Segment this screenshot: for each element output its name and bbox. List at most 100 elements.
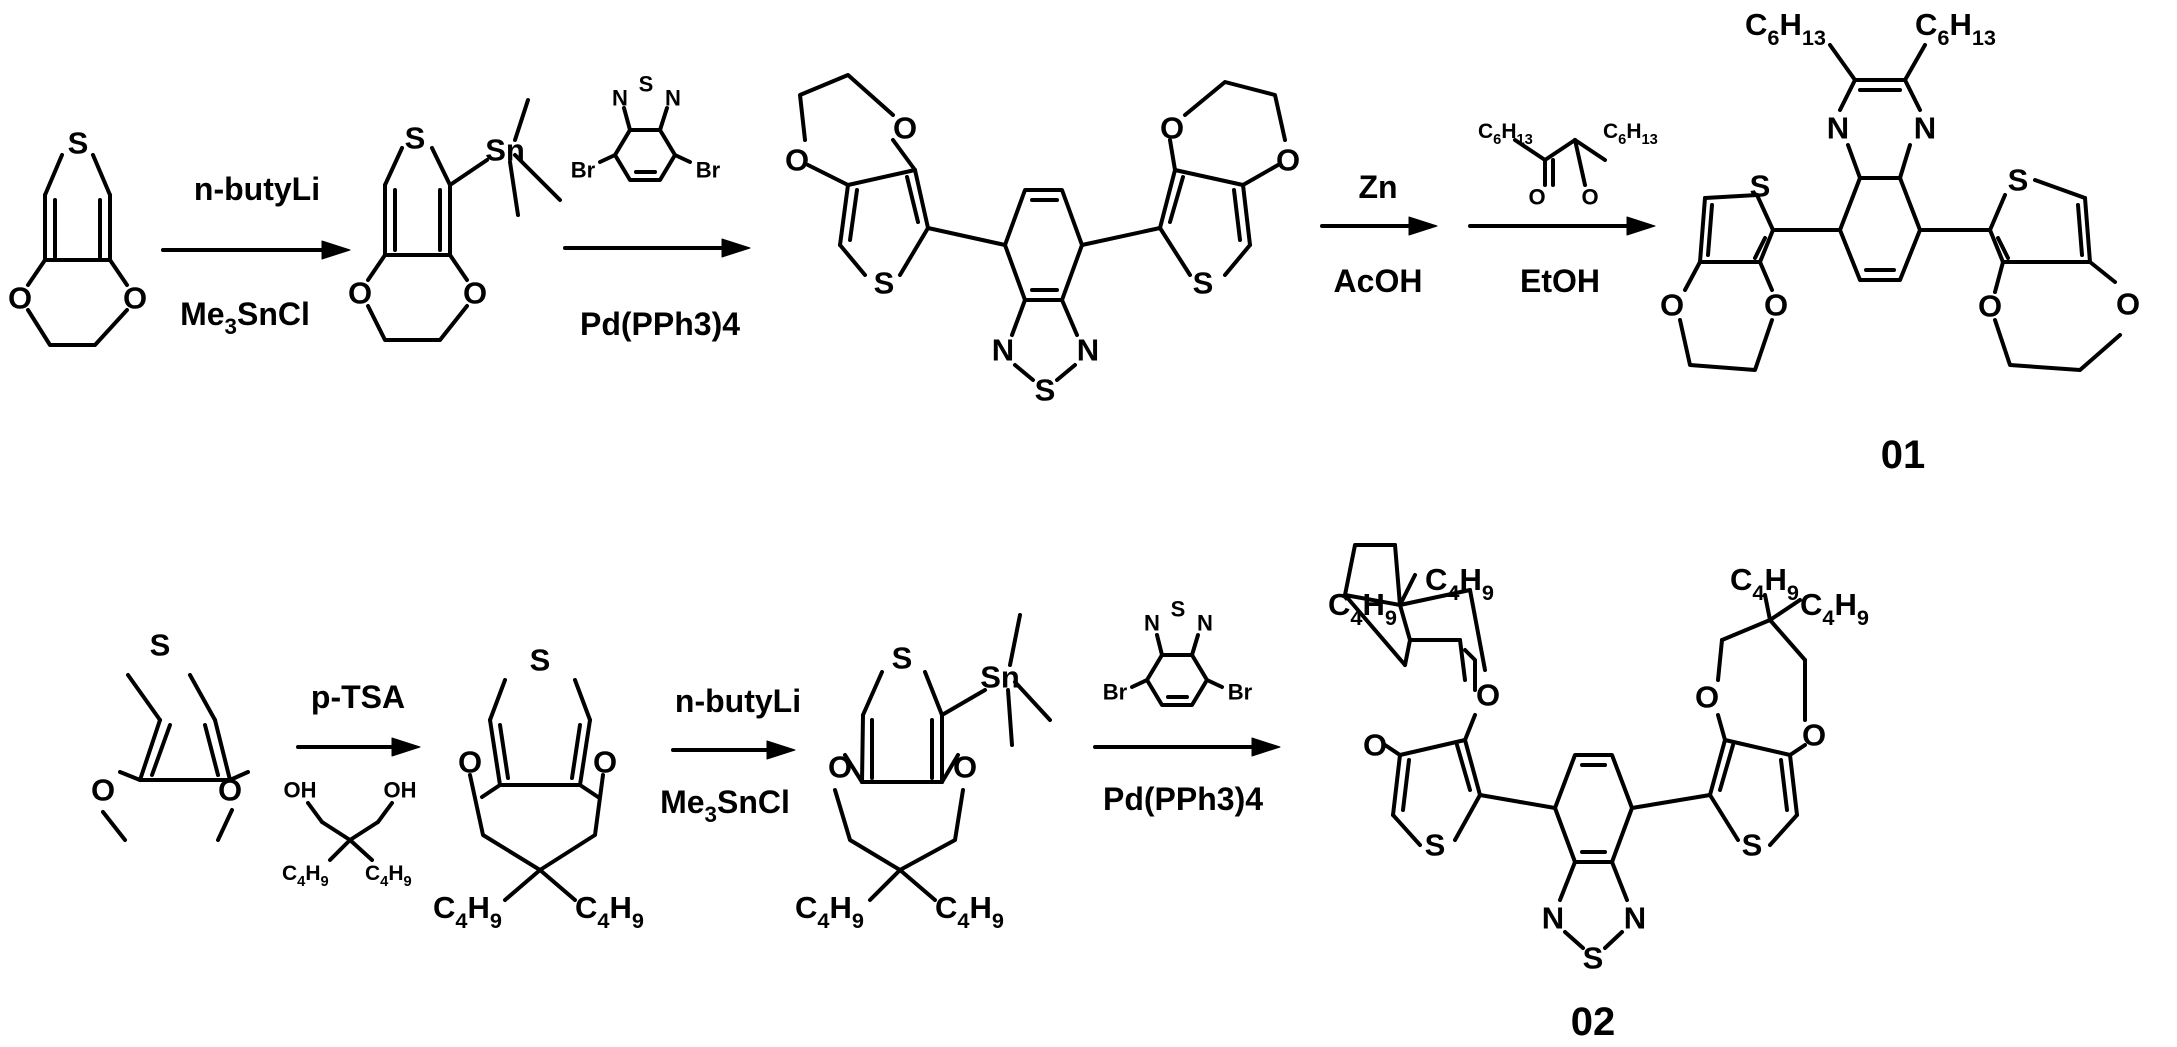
oxygen-atom: O bbox=[1476, 678, 1500, 713]
oxygen-atom: O bbox=[8, 281, 32, 316]
butyl-group: C4H9 bbox=[575, 890, 644, 933]
oxygen-atom: O bbox=[1581, 185, 1598, 210]
oxygen-atom: O bbox=[348, 276, 372, 311]
solvent-label: EtOH bbox=[1520, 263, 1600, 299]
butyl-group: C4H9 bbox=[1425, 562, 1494, 605]
oxygen-atom: O bbox=[953, 750, 977, 785]
nitrogen-atom: N bbox=[1197, 611, 1213, 636]
butyl-group: C4H9 bbox=[433, 890, 502, 933]
oxygen-atom: O bbox=[458, 745, 482, 780]
sulfur-atom: S bbox=[1035, 373, 1056, 408]
reaction-arrow-row2-step2: n-butyLi Me3SnCl bbox=[660, 683, 801, 827]
catalyst-label: Pd(PPh3)4 bbox=[580, 306, 740, 342]
butyl-group: C4H9 bbox=[365, 862, 412, 890]
product-02-molecule: N N S S O O C4H9 C4H9 bbox=[1328, 543, 1869, 1044]
compound-number-02: 02 bbox=[1571, 1000, 1616, 1044]
sulfur-atom: S bbox=[150, 628, 171, 663]
hexyl-group: C6H13 bbox=[1745, 7, 1826, 50]
hydroxyl-group: OH bbox=[284, 778, 317, 803]
butyl-group: C4H9 bbox=[1328, 587, 1397, 630]
oxygen-atom: O bbox=[1528, 185, 1545, 210]
sulfur-atom: S bbox=[530, 643, 551, 678]
hexyl-group: C6H13 bbox=[1603, 120, 1658, 148]
sulfur-atom: S bbox=[405, 121, 426, 156]
reagent-label: Me3SnCl bbox=[180, 296, 310, 339]
sulfur-atom: S bbox=[68, 126, 89, 161]
diol-reagent: OH OH C4H9 C4H9 bbox=[282, 778, 417, 891]
oxygen-atom: O bbox=[1660, 288, 1684, 323]
hexyl-group: C6H13 bbox=[1915, 7, 1996, 50]
nitrogen-atom: N bbox=[1542, 901, 1564, 936]
oxygen-atom: O bbox=[1978, 289, 2002, 324]
dimethoxythiophene-molecule: S O O bbox=[91, 628, 250, 842]
oxygen-atom: O bbox=[1363, 728, 1387, 763]
dihexyl-diketone-reagent: O O C6H13 C6H13 bbox=[1478, 120, 1658, 210]
compound-number-01: 01 bbox=[1881, 433, 1926, 477]
sulfur-atom: S bbox=[1193, 266, 1214, 301]
reaction-arrow-row1-step4: O O C6H13 C6H13 EtOH bbox=[1468, 120, 1658, 299]
oxygen-atom: O bbox=[828, 750, 852, 785]
oxygen-atom: O bbox=[463, 276, 487, 311]
hexyl-group: C6H13 bbox=[1478, 120, 1533, 148]
reagent-label: n-butyLi bbox=[194, 171, 320, 207]
butyl-group: C4H9 bbox=[282, 862, 329, 890]
oxygen-atom: O bbox=[1276, 143, 1300, 178]
sulfur-atom: S bbox=[1583, 941, 1604, 976]
nitrogen-atom: N bbox=[612, 86, 628, 111]
oxygen-atom: O bbox=[1695, 680, 1719, 715]
butyl-group: C4H9 bbox=[795, 890, 864, 933]
reaction-arrow-row2-step1: p-TSA OH OH C4H9 C4H9 bbox=[282, 679, 421, 891]
oxygen-atom: O bbox=[1160, 111, 1184, 146]
hydroxyl-group: OH bbox=[384, 778, 417, 803]
sulfur-atom: S bbox=[639, 72, 654, 97]
oxygen-atom: O bbox=[123, 281, 147, 316]
sulfur-atom: S bbox=[2008, 163, 2029, 198]
nitrogen-atom: N bbox=[1077, 333, 1099, 368]
reaction-arrow-row1-step2: S N N Br Br Pd(PPh3)4 bbox=[563, 72, 751, 342]
sulfur-atom: S bbox=[1750, 169, 1771, 204]
sulfur-atom: S bbox=[1425, 828, 1446, 863]
reagent-label: p-TSA bbox=[311, 679, 405, 715]
oxygen-atom: O bbox=[1802, 718, 1826, 753]
oxygen-atom: O bbox=[593, 745, 617, 780]
reaction-arrow-row1-step1: n-butyLi Me3SnCl bbox=[161, 171, 351, 339]
oxygen-atom: O bbox=[91, 773, 115, 808]
reagent-label: Zn bbox=[1358, 169, 1397, 205]
butyl-group: C4H9 bbox=[1730, 562, 1799, 605]
sulfur-atom: S bbox=[892, 641, 913, 676]
oxygen-atom: O bbox=[785, 143, 809, 178]
nitrogen-atom: N bbox=[1144, 611, 1160, 636]
reagent-label: n-butyLi bbox=[675, 683, 801, 719]
dibutyl-prodot-molecule: S O O C4H9 C4H9 bbox=[433, 643, 644, 934]
tin-atom: Sn bbox=[485, 133, 525, 168]
product-01-molecule: N N C6H13 C6H13 S O O bbox=[1660, 7, 2140, 477]
oxygen-atom: O bbox=[2116, 287, 2140, 322]
reagent-label: Me3SnCl bbox=[660, 784, 790, 827]
reaction-arrow-row1-step3: Zn AcOH bbox=[1320, 169, 1438, 299]
butyl-group: C4H9 bbox=[935, 890, 1004, 933]
bromine-atom: Br bbox=[1103, 680, 1128, 705]
stannyl-prodot-molecule: S O O Sn C4H9 C4H9 bbox=[795, 613, 1052, 933]
oxygen-atom: O bbox=[218, 773, 242, 808]
sulfur-atom: S bbox=[1171, 597, 1186, 622]
bromine-atom: Br bbox=[696, 158, 721, 183]
dibromo-benzothiadiazole-reagent: S N N Br Br bbox=[1103, 597, 1253, 707]
bromine-atom: Br bbox=[1228, 680, 1253, 705]
bromine-atom: Br bbox=[571, 158, 596, 183]
edot-molecule: S O O bbox=[8, 126, 147, 347]
tin-atom: Sn bbox=[980, 660, 1020, 695]
sulfur-atom: S bbox=[1742, 828, 1763, 863]
reaction-arrow-row2-step3: S N N Br Br Pd(PPh3)4 bbox=[1093, 597, 1281, 817]
nitrogen-atom: N bbox=[1914, 111, 1936, 146]
dibromo-benzothiadiazole-reagent: S N N Br Br bbox=[571, 72, 721, 183]
sulfur-atom: S bbox=[874, 266, 895, 301]
nitrogen-atom: N bbox=[992, 333, 1014, 368]
edot-btd-edot-intermediate: N N S S O O S O O bbox=[785, 73, 1300, 408]
oxygen-atom: O bbox=[1764, 288, 1788, 323]
butyl-group: C4H9 bbox=[1800, 587, 1869, 630]
nitrogen-atom: N bbox=[1624, 901, 1646, 936]
stannyl-edot-molecule: S O O Sn bbox=[348, 98, 562, 342]
reagent-label: AcOH bbox=[1334, 263, 1423, 299]
nitrogen-atom: N bbox=[665, 86, 681, 111]
